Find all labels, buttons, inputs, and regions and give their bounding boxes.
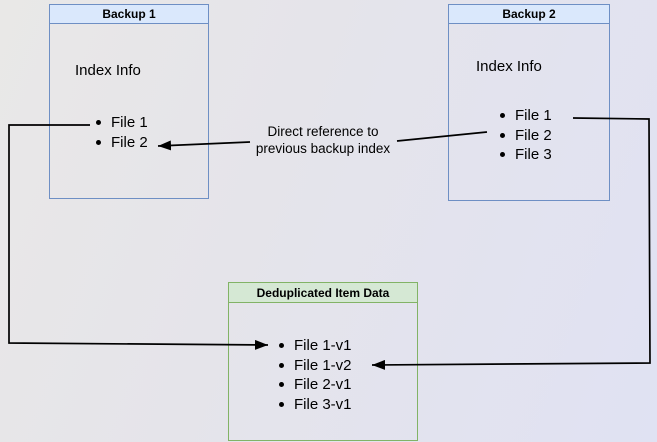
backup1-header: Backup 1 xyxy=(50,5,208,24)
dedup-header: Deduplicated Item Data xyxy=(229,283,417,303)
file-label: File 1-v2 xyxy=(294,356,352,374)
file-label: File 3 xyxy=(515,146,552,164)
dedup-node[interactable]: Deduplicated Item Data File 1-v1 File 1-… xyxy=(228,282,418,441)
bullet-icon xyxy=(279,401,284,407)
backup1-file-list: File 1 File 2 xyxy=(96,113,148,152)
file-label: File 1-v1 xyxy=(294,337,352,355)
backup2-file-list: File 1 File 2 File 3 xyxy=(500,106,552,165)
backup1-title: Backup 1 xyxy=(102,7,156,21)
bullet-icon xyxy=(500,113,505,119)
direct-reference-label-line2: previous backup index xyxy=(255,141,391,156)
bullet-icon xyxy=(279,343,284,349)
backup2-header: Backup 2 xyxy=(449,5,609,24)
list-item: File 1-v1 xyxy=(279,336,352,356)
bullet-icon xyxy=(500,132,505,138)
list-item: File 2-v1 xyxy=(279,375,352,395)
list-item: File 2 xyxy=(96,133,148,153)
file-label: File 3-v1 xyxy=(294,395,352,413)
backup2-node[interactable]: Backup 2 Index Info File 1 File 2 File 3 xyxy=(448,4,610,201)
dedup-title: Deduplicated Item Data xyxy=(256,285,390,300)
backup1-node[interactable]: Backup 1 Index Info File 1 File 2 xyxy=(49,4,209,199)
backup2-title: Backup 2 xyxy=(502,7,556,21)
bullet-icon xyxy=(279,362,284,368)
bullet-icon xyxy=(96,120,101,126)
list-item: File 3 xyxy=(500,145,552,165)
list-item: File 3-v1 xyxy=(279,395,352,415)
list-item: File 2 xyxy=(500,126,552,146)
backup2-index-info-label: Index Info xyxy=(476,58,542,75)
dedup-file-list: File 1-v1 File 1-v2 File 2-v1 File 3-v1 xyxy=(279,336,352,414)
file-label: File 2 xyxy=(111,133,148,151)
direct-reference-label: Direct reference to previous backup inde… xyxy=(233,123,413,157)
file-label: File 2-v1 xyxy=(294,376,352,394)
direct-reference-label-line1: Direct reference to xyxy=(267,124,379,139)
file-label: File 1 xyxy=(111,114,148,132)
list-item: File 1 xyxy=(96,113,148,133)
bullet-icon xyxy=(500,152,505,158)
list-item: File 1-v2 xyxy=(279,356,352,376)
list-item: File 1 xyxy=(500,106,552,126)
file-label: File 1 xyxy=(515,107,552,125)
bullet-icon xyxy=(96,139,101,145)
backup1-index-info-label: Index Info xyxy=(75,62,141,79)
bullet-icon xyxy=(279,382,284,388)
file-label: File 2 xyxy=(515,126,552,144)
